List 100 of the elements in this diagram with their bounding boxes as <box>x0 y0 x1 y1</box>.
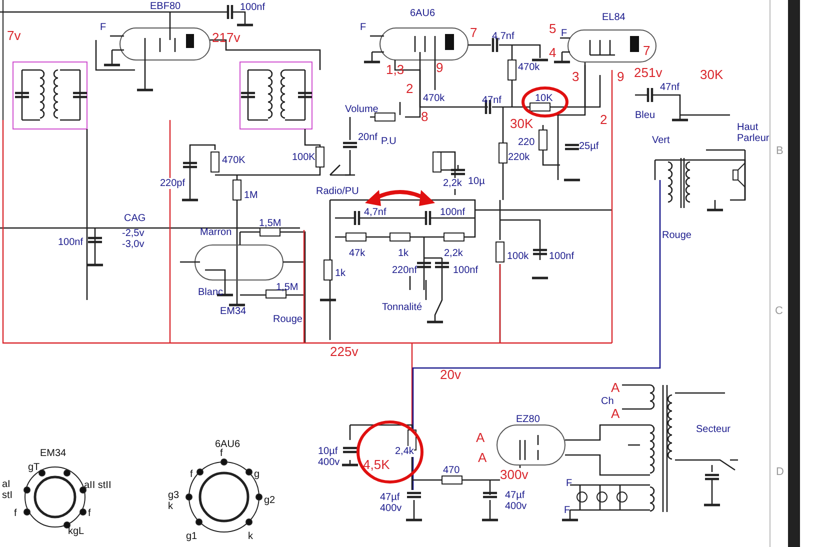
control-label: Volume <box>345 104 378 115</box>
terminal-label: A <box>476 431 485 444</box>
component-value: 100nf <box>549 251 574 262</box>
signal-label: CAG <box>124 213 146 224</box>
component-value: 220nf <box>392 265 418 276</box>
pin-number: 5 <box>549 22 556 35</box>
wire-colour-label: Vert <box>652 135 670 146</box>
resistance-annotation: 4,5K <box>363 458 390 471</box>
component-value: 4,7nf <box>492 31 514 42</box>
wire-colour-label: Rouge <box>273 314 302 325</box>
tube-type-label: 6AU6 <box>410 8 436 19</box>
component-value: 25µf <box>579 141 599 152</box>
pin-number: 8 <box>421 110 428 123</box>
wire-colour-label: Marron <box>200 227 232 238</box>
component-value: 470 <box>443 465 460 476</box>
voltage-annotation: 217v <box>212 31 240 44</box>
component-value: 47µf 400v <box>380 492 403 514</box>
component-value: 2,2k <box>444 248 463 259</box>
component-value: 100nf <box>240 2 266 13</box>
component-value: 220pf <box>160 178 186 189</box>
wire-colour-label: Bleu <box>635 110 656 121</box>
winding-label: Ch <box>601 396 614 407</box>
pin-number: 9 <box>436 61 444 74</box>
pin-label: g2 <box>264 495 276 506</box>
pin-label: aII stII <box>84 480 112 491</box>
pin-label: f <box>14 508 17 519</box>
pin-label: F <box>564 505 570 516</box>
component-value: 220k <box>508 152 530 163</box>
pin-label: k <box>248 531 253 542</box>
component-value: 100nf <box>453 265 478 276</box>
pin-number: 1,3 <box>386 63 404 76</box>
pin-label: gT <box>28 462 40 473</box>
component-value: 2,2k <box>443 178 462 189</box>
pin-label: g3 k <box>168 490 180 512</box>
wire-colour-label: Blanc <box>198 287 224 298</box>
switch-label: P.U <box>381 136 396 147</box>
voltage-annotation: 300v <box>500 468 528 481</box>
wire-colour-label: Rouge <box>662 230 692 241</box>
terminal-label: A <box>611 381 620 394</box>
component-value: 1k <box>398 248 409 259</box>
component-value: 10µf 400v <box>318 446 341 468</box>
component-value: 100k <box>507 251 529 262</box>
component-value: 470K <box>222 155 246 166</box>
component-value: 470k <box>423 93 445 104</box>
pin-number: 9 <box>617 70 624 83</box>
pin-label: f <box>88 508 91 519</box>
component-value: 100nf <box>58 237 84 248</box>
tube-type-label: EM34 <box>40 448 66 459</box>
resistance-annotation: 30K <box>700 68 724 81</box>
terminal-label: Secteur <box>696 424 730 435</box>
switch-label: Radio/PU <box>316 186 359 197</box>
component-value: 10µ <box>468 176 485 187</box>
component-value: 100nf <box>440 207 466 218</box>
terminal-label: A <box>478 451 487 464</box>
component-value: 1,5M <box>276 282 298 293</box>
resistance-annotation: 30K <box>510 117 534 130</box>
pin-label: kgL <box>68 526 84 537</box>
tube-type-label: EM34 <box>220 306 246 317</box>
component-value: 47nf <box>482 95 502 106</box>
grid-reference: D <box>776 467 784 478</box>
pin-number: 3 <box>572 70 580 83</box>
pin-label: F <box>561 28 568 39</box>
pin-label: f <box>220 448 223 459</box>
component-value: 1,5M <box>259 218 282 229</box>
grid-reference: C <box>775 306 783 317</box>
component-value: 47µf 400v <box>505 490 528 512</box>
voltage-label: -2,5v <box>122 228 144 239</box>
component-value: 47k <box>349 248 366 259</box>
pin-label: F <box>360 22 366 33</box>
pin-label: F <box>100 22 106 33</box>
component-value: 470k <box>518 62 540 73</box>
component-value: 47nf <box>660 82 680 93</box>
component-value: 1M <box>244 190 258 201</box>
grid-reference: B <box>776 146 784 157</box>
component-value: 2,4k <box>395 446 414 457</box>
component-value: 20nf <box>358 132 378 143</box>
voltage-label: -3,0v <box>122 239 144 250</box>
voltage-annotation: 20v <box>440 368 461 381</box>
component-value: 100K <box>292 152 316 163</box>
component-value: 1k <box>335 268 346 279</box>
tube-type-label: 6AU6 <box>215 439 240 450</box>
pin-number: 2 <box>600 113 608 126</box>
terminal-label: Haut Parleur <box>737 122 770 144</box>
pin-number: 4 <box>549 46 556 59</box>
pin-number: 7 <box>643 44 650 57</box>
voltage-annotation: 225v <box>330 345 358 358</box>
voltage-annotation: 7v <box>7 29 21 42</box>
terminal-label: A <box>611 407 620 420</box>
tube-type-label: EBF80 <box>150 1 181 12</box>
pin-number: 7 <box>470 26 478 39</box>
tube-type-label: EL84 <box>602 12 626 23</box>
pin-number: 2 <box>406 82 414 95</box>
pin-label: g1 <box>186 531 198 542</box>
tube-type-label: EZ80 <box>516 414 540 425</box>
component-value: 220 <box>518 137 535 148</box>
pin-label: F <box>566 478 572 489</box>
pin-label: f <box>190 469 193 480</box>
component-value: 4,7nf <box>364 207 386 218</box>
control-label: Tonnalité <box>382 302 422 313</box>
voltage-annotation: 251v <box>634 66 662 79</box>
